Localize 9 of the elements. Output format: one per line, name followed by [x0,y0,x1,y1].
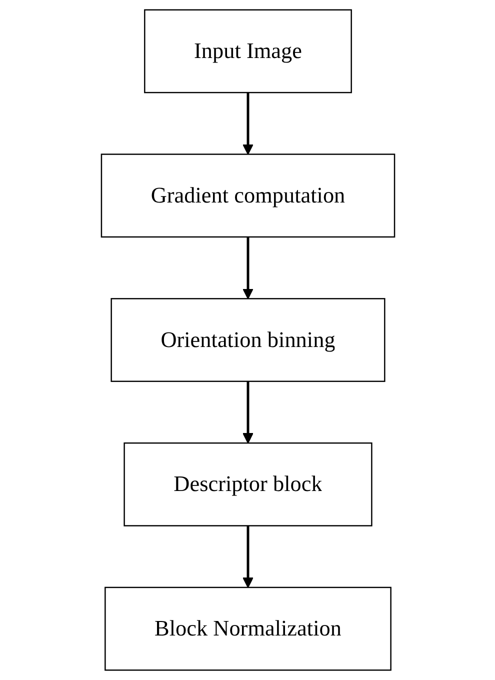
node-box: Block Normalization [104,586,391,671]
arrow [242,526,253,588]
arrow [242,381,253,444]
node-box: Descriptor block [123,442,372,526]
node-box: Gradient computation [100,154,395,238]
node-box: Orientation binning [110,298,385,382]
arrow [242,92,253,155]
node-box: Input Image [144,9,352,94]
arrow [242,236,253,300]
